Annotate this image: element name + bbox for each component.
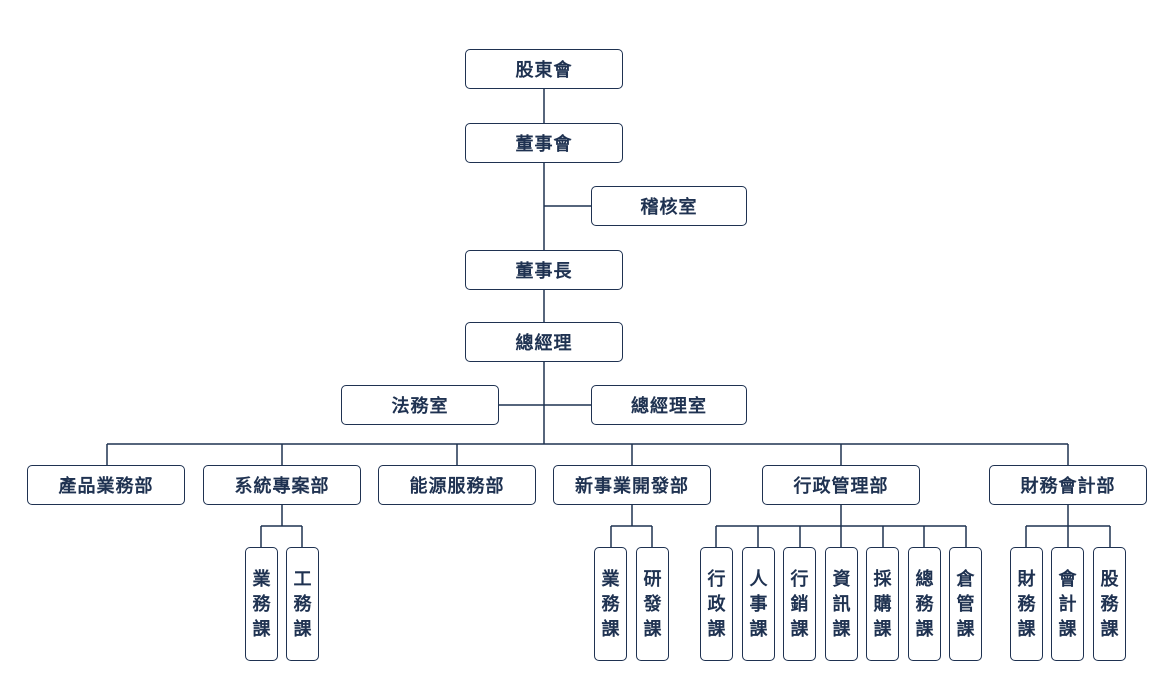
section-char: 課 [832, 618, 851, 640]
section-char: 課 [293, 618, 312, 640]
section-box: 研發課 [636, 547, 669, 661]
chairman-box: 董事長 [465, 250, 623, 290]
section-char: 務 [1017, 593, 1036, 615]
section-char: 業 [601, 568, 620, 590]
section-char: 股 [1100, 568, 1119, 590]
dept-product-sales: 產品業務部 [27, 465, 185, 505]
section-char: 計 [1058, 593, 1077, 615]
shareholders-box: 股東會 [465, 49, 623, 89]
dept-new-business: 新事業開發部 [553, 465, 711, 505]
general-manager-box: 總經理 [465, 322, 623, 362]
section-char: 課 [1100, 618, 1119, 640]
section-char: 務 [293, 593, 312, 615]
legal-office-box: 法務室 [341, 385, 499, 425]
section-char: 事 [749, 593, 768, 615]
section-char: 採 [873, 568, 892, 590]
section-char: 工 [293, 568, 312, 590]
section-char: 研 [643, 568, 662, 590]
section-char: 課 [1017, 618, 1036, 640]
section-box: 業務課 [594, 547, 627, 661]
section-box: 會計課 [1051, 547, 1084, 661]
section-char: 務 [601, 593, 620, 615]
section-char: 業 [252, 568, 271, 590]
section-char: 行 [707, 568, 726, 590]
section-char: 訊 [832, 593, 851, 615]
board-box: 董事會 [465, 123, 623, 163]
section-char: 課 [956, 618, 975, 640]
section-char: 行 [790, 568, 809, 590]
section-box: 財務課 [1010, 547, 1043, 661]
dept-administration: 行政管理部 [762, 465, 920, 505]
section-char: 課 [873, 618, 892, 640]
section-box: 總務課 [908, 547, 941, 661]
section-box: 股務課 [1093, 547, 1126, 661]
gm-office-box: 總經理室 [591, 385, 747, 425]
section-char: 總 [915, 568, 934, 590]
section-char: 課 [601, 618, 620, 640]
section-char: 課 [915, 618, 934, 640]
section-box: 倉管課 [949, 547, 982, 661]
section-box: 行政課 [700, 547, 733, 661]
section-char: 銷 [790, 593, 809, 615]
dept-finance-accounting: 財務會計部 [989, 465, 1147, 505]
section-char: 管 [956, 593, 975, 615]
section-char: 購 [873, 593, 892, 615]
dept-system-project: 系統專案部 [203, 465, 361, 505]
section-char: 課 [252, 618, 271, 640]
section-box: 資訊課 [825, 547, 858, 661]
section-char: 課 [707, 618, 726, 640]
section-box: 工務課 [286, 547, 319, 661]
audit-office-box: 稽核室 [591, 186, 747, 226]
section-box: 採購課 [866, 547, 899, 661]
section-char: 課 [790, 618, 809, 640]
section-char: 課 [643, 618, 662, 640]
section-box: 人事課 [742, 547, 775, 661]
section-char: 務 [1100, 593, 1119, 615]
section-char: 課 [749, 618, 768, 640]
section-char: 務 [915, 593, 934, 615]
section-char: 課 [1058, 618, 1077, 640]
section-char: 務 [252, 593, 271, 615]
section-char: 倉 [956, 568, 975, 590]
dept-energy-service: 能源服務部 [378, 465, 536, 505]
section-char: 人 [749, 568, 768, 590]
section-char: 發 [643, 593, 662, 615]
section-char: 資 [832, 568, 851, 590]
section-box: 業務課 [245, 547, 278, 661]
section-char: 政 [707, 593, 726, 615]
section-box: 行銷課 [783, 547, 816, 661]
section-char: 財 [1017, 568, 1036, 590]
section-char: 會 [1058, 568, 1077, 590]
